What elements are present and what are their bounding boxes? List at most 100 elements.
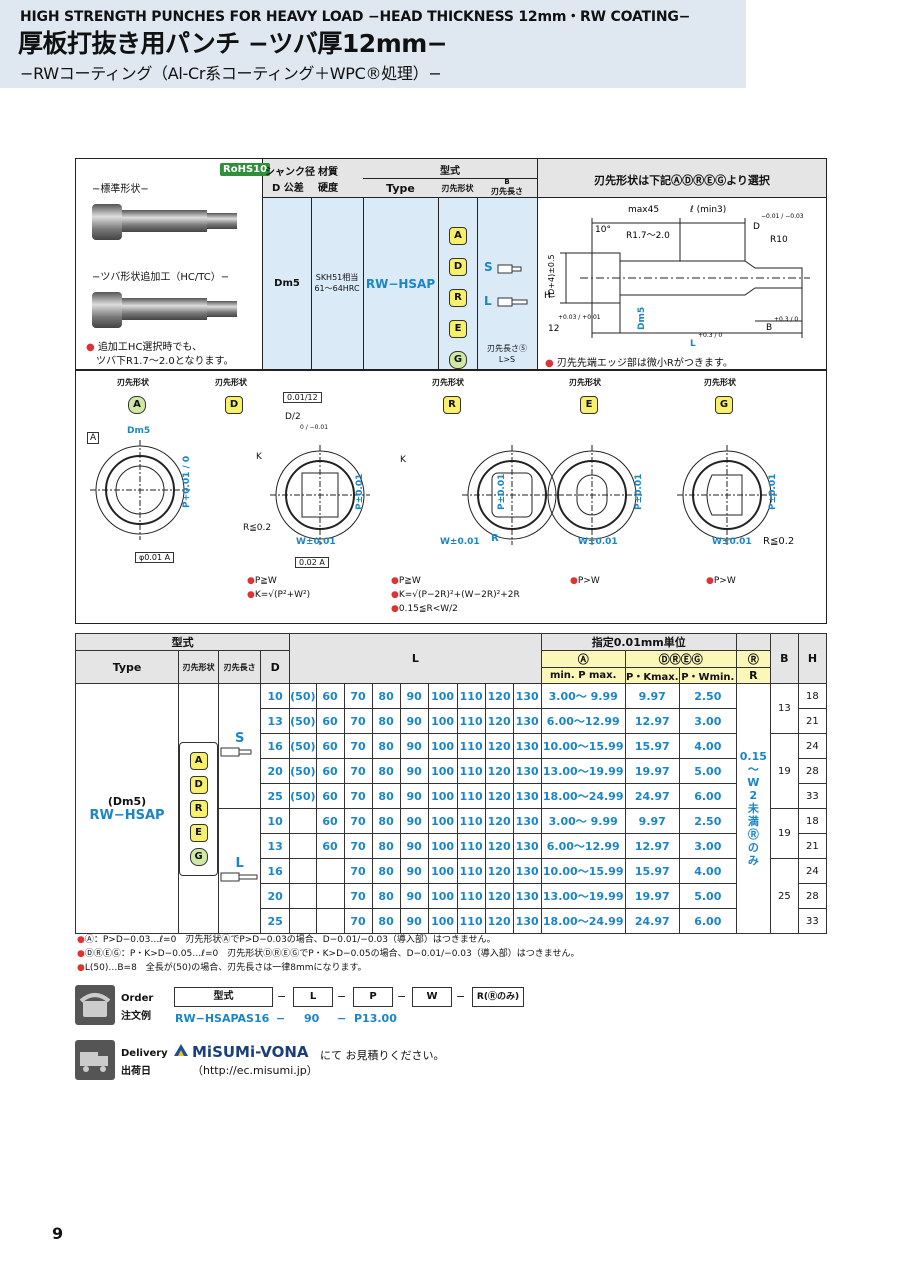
h-r: Ⓡ <box>735 650 771 668</box>
p-range-cell: 10.00〜15.99 <box>540 733 626 759</box>
tip-badge: E <box>189 823 208 842</box>
shape-badge-g: G <box>715 396 733 414</box>
d-cell: 25 <box>260 783 291 809</box>
footnote-2: ●ⒹⓇⒺⒼ：P・K>D−0.05…ℓ=0 刃先形状ⒹⓇⒺⒼでP・K>D−0.05… <box>77 949 580 959</box>
order-example-type: RW−HSAPAS16 <box>175 1012 270 1025</box>
delivery-url[interactable]: （http://ec.misumi.jp） <box>192 1064 318 1077</box>
order-field-p: P <box>353 987 393 1007</box>
l-cell: 80 <box>371 733 401 759</box>
l-cell: 120 <box>484 783 514 809</box>
tip-label-d: 刃先形状 <box>215 378 247 387</box>
l-cell: 130 <box>512 733 542 759</box>
tip-badge: A <box>189 751 208 770</box>
tip-shape-drawings <box>90 440 777 545</box>
d-cell: 16 <box>260 858 291 884</box>
l-cell: 110 <box>456 833 486 859</box>
hc-note-1: ● 追加工HC選択時でも、 <box>86 342 203 353</box>
l-cell <box>289 833 317 859</box>
order-sep-1: − <box>277 990 287 1003</box>
h-rr: R <box>735 667 771 684</box>
svg-text:R1.7〜2.0: R1.7〜2.0 <box>626 231 670 241</box>
len-cell-l: L <box>218 808 262 934</box>
h-cell: 28 <box>797 758 828 784</box>
p-range-cell: 6.00〜12.99 <box>540 833 626 859</box>
l-cell: 80 <box>371 808 401 834</box>
g-r-le: R≦0.2 <box>763 536 795 547</box>
col-tip: 刃先形状 <box>441 184 474 193</box>
l-cell <box>289 858 317 884</box>
l-cell: 100 <box>427 758 458 784</box>
pk-cell: 12.97 <box>624 708 680 734</box>
h-cell: 28 <box>797 883 828 909</box>
h-cell: 21 <box>797 708 828 734</box>
h-dreg: ⒹⓇⒺⒼ <box>624 650 737 668</box>
col-select: 刃先形状は下記ⒶⒹⓇⒺⒼより選択 <box>594 174 770 187</box>
pk-cell: 9.97 <box>624 683 680 709</box>
l-cell: 120 <box>484 708 514 734</box>
b-cell: 13 <box>769 683 799 734</box>
l-cell: 60 <box>315 833 345 859</box>
hc-note-2: ツバ下R1.7〜2.0となります。 <box>96 356 234 367</box>
shape-badge-a: A <box>128 396 146 414</box>
l-cell: 120 <box>484 883 514 909</box>
delivery-label-en: Delivery <box>121 1048 168 1059</box>
p-range-cell: 13.00〜19.99 <box>540 883 626 909</box>
h-pk: P・Kmax. <box>624 667 680 684</box>
d-cell: 10 <box>260 808 291 834</box>
std-shape-label: −標準形状− <box>92 184 149 195</box>
svg-text:L: L <box>690 339 696 348</box>
tip-badge-a: A <box>449 227 467 245</box>
l-cell: (50) <box>289 708 317 734</box>
svg-text:B: B <box>766 323 772 333</box>
h-cell: 33 <box>797 783 828 809</box>
l-cell: 130 <box>512 833 542 859</box>
h-b: B <box>769 633 799 684</box>
svg-text:+0.3 / 0: +0.3 / 0 <box>774 316 798 323</box>
l-cell: 70 <box>343 783 373 809</box>
len-cell-s: S <box>218 683 262 809</box>
l-cell: 90 <box>399 708 429 734</box>
l-cell: 90 <box>399 808 429 834</box>
a-p-tol: P+0.01 / 0 <box>182 455 192 508</box>
tip-badge-r: R <box>449 289 467 307</box>
h-tip: 刃先形状 <box>178 650 220 684</box>
delivery-brand: MiSUMi-VONA <box>192 1043 309 1061</box>
r-w-tol: W±0.01 <box>440 537 480 547</box>
l-cell: (50) <box>289 758 317 784</box>
order-field-r: R(Ⓡのみ) <box>472 987 524 1007</box>
l-cell: 130 <box>512 783 542 809</box>
svg-text:R10: R10 <box>770 235 788 245</box>
order-label-en: Order <box>121 993 154 1004</box>
pw-cell: 5.00 <box>678 758 737 784</box>
pw-cell: 4.00 <box>678 733 737 759</box>
svg-text:ℓ (min3): ℓ (min3) <box>689 205 726 215</box>
shape-badge-e: E <box>580 396 598 414</box>
page-number: 9 <box>52 1224 64 1243</box>
l-cell: 70 <box>343 733 373 759</box>
l-cell: 100 <box>427 833 458 859</box>
l-cell: 90 <box>399 683 429 709</box>
l-cell: 130 <box>512 908 542 934</box>
l-cell: 90 <box>399 883 429 909</box>
len-note-1: 刃先長さⓈ <box>487 344 527 353</box>
l-cell: 100 <box>427 908 458 934</box>
title-en: HIGH STRENGTH PUNCHES FOR HEAVY LOAD −HE… <box>20 9 691 25</box>
pw-cell: 3.00 <box>678 833 737 859</box>
l-cell: 100 <box>427 858 458 884</box>
l-cell: 110 <box>456 733 486 759</box>
h-l: L <box>289 633 542 684</box>
punch-image-hc <box>92 292 237 328</box>
spec-table: 型式 L 指定0.01mm単位 B H Type 刃先形状 刃先長さ D Ⓐ Ⓓ… <box>74 633 828 934</box>
tip-badge: D <box>189 775 208 794</box>
len-s-icon <box>497 264 522 274</box>
h-h: H <box>797 633 828 684</box>
pk-cell: 24.97 <box>624 908 680 934</box>
col-type: Type <box>386 182 415 195</box>
h-type: Type <box>74 650 180 684</box>
